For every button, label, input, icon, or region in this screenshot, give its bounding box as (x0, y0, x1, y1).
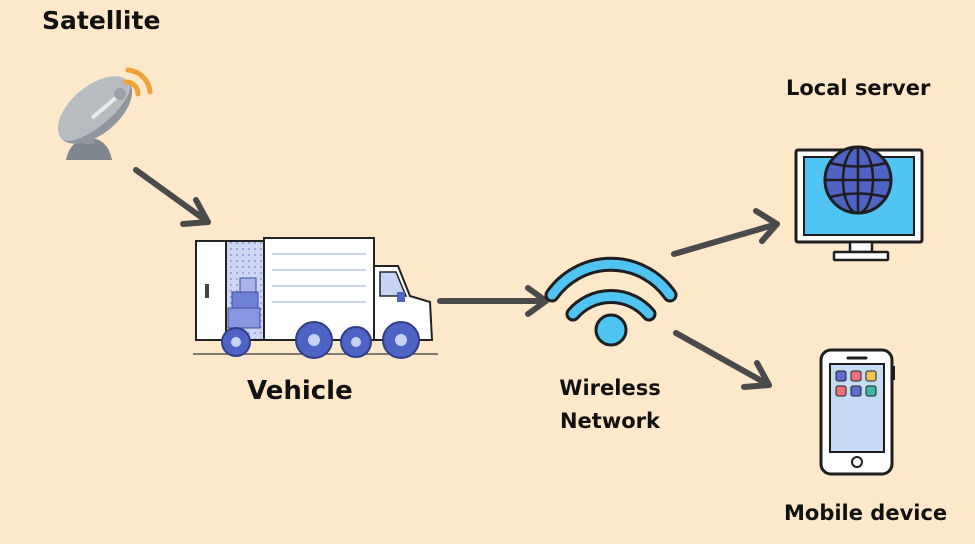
arrow-network-to-mobile (673, 330, 772, 390)
monitor-globe-icon (794, 145, 924, 262)
wifi-icon (544, 256, 678, 347)
vehicle-label: Vehicle (247, 376, 353, 406)
smartphone-icon (819, 348, 895, 476)
local-server-label: Local server (786, 76, 931, 100)
satellite-dish-icon (57, 67, 153, 160)
arrow-network-to-server (671, 208, 780, 257)
delivery-truck-icon (193, 237, 438, 359)
satellite-label: Satellite (42, 6, 161, 35)
arrow-satellite-to-vehicle (133, 167, 211, 227)
arrow-vehicle-to-network (437, 285, 549, 317)
mobile-device-label: Mobile device (784, 501, 948, 525)
wireless-network-label: Wireless Network (559, 376, 661, 433)
